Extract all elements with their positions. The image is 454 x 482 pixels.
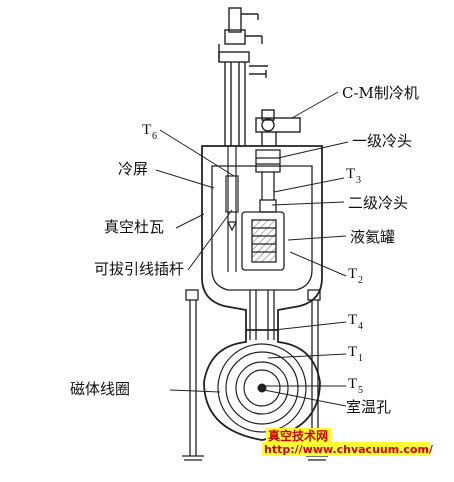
label-lhe-tank: 液氦罐 <box>350 228 395 246</box>
label-cold-shield: 冷屏 <box>118 160 148 178</box>
label-vacuum-dewar: 真空杜瓦 <box>104 218 164 236</box>
watermark-url: http://www.chvacuum.com/ <box>264 443 434 456</box>
label-cm-cryocooler: C-M制冷机 <box>342 84 419 102</box>
label-t2: T <box>348 266 357 282</box>
label-t4: T <box>348 312 357 328</box>
label-first-stage: 一级冷头 <box>352 132 412 150</box>
label-t1-sub: 1 <box>358 353 363 364</box>
labels: C-M制冷机 T 6 一级冷头 冷屏 T 3 二级冷头 真空杜瓦 液氦罐 可拔引… <box>70 84 419 416</box>
watermark-site-bg <box>266 428 332 442</box>
label-room-temp-bore: 室温孔 <box>346 398 391 416</box>
label-t3: T <box>346 166 355 182</box>
label-t6-sub: 6 <box>152 131 157 142</box>
label-t4-sub: 4 <box>358 321 363 332</box>
label-t5-sub: 5 <box>358 385 363 396</box>
lhe-tank <box>241 211 285 271</box>
label-plug-rod: 可拔引线插杆 <box>94 260 184 278</box>
label-magnet-coil: 磁体线圈 <box>70 380 130 398</box>
neck-tubes <box>249 290 275 340</box>
label-t6: T <box>142 122 151 138</box>
watermark-url-bg <box>262 442 430 456</box>
plug-in-lead-rod <box>225 146 239 272</box>
label-t5: T <box>348 376 357 392</box>
watermark: 真空技术网 http://www.chvacuum.com/ <box>262 428 434 456</box>
watermark-site-name: 真空技术网 <box>268 428 328 443</box>
label-second-stage: 二级冷头 <box>348 194 408 212</box>
first-stage-cold-head <box>255 149 281 173</box>
label-t3-sub: 3 <box>356 175 361 186</box>
cryocooler-assembly <box>218 7 301 146</box>
label-t2-sub: 2 <box>358 275 363 286</box>
cold-shield <box>211 165 313 291</box>
magnet-coil <box>217 343 307 433</box>
leader-lines <box>155 91 349 407</box>
second-stage-cold-head <box>259 172 277 213</box>
magnet-dewar <box>203 330 321 441</box>
label-t1: T <box>348 344 357 360</box>
